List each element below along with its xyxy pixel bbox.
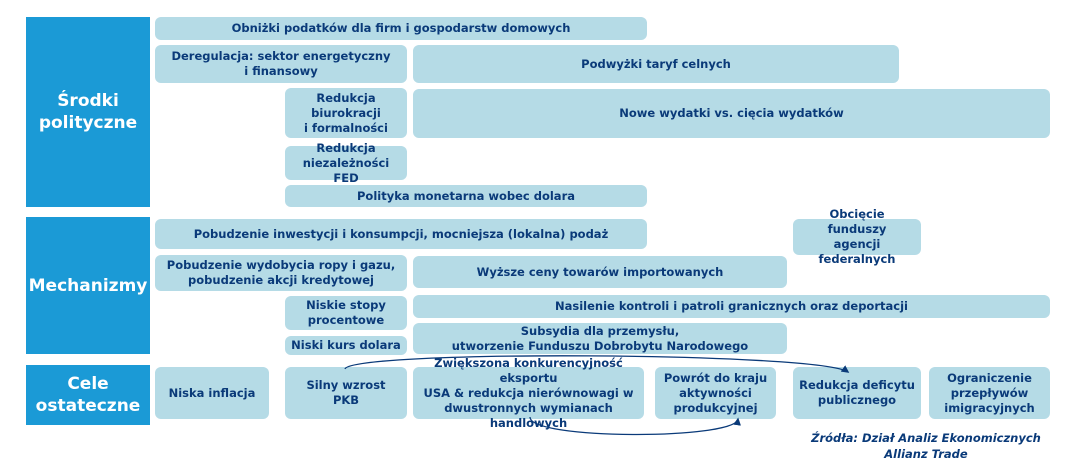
mechanism-investment-consumption: Pobudzenie inwestycji i konsumpcji, mocn…: [155, 219, 647, 249]
category-policy-tools: Środki polityczne: [26, 17, 150, 207]
policy-tax-cuts: Obniżki podatków dla firm i gospodarstw …: [155, 17, 647, 40]
mechanism-low-rates: Niskie stopy procentowe: [285, 296, 407, 330]
goal-low-inflation: Niska inflacja: [155, 367, 269, 419]
category-mechanisms: Mechanizmy: [26, 217, 150, 354]
policy-deregulation: Deregulacja: sektor energetyczny i finan…: [155, 45, 407, 83]
goal-immigration-limit: Ograniczenie przepływów imigracyjnych: [929, 367, 1050, 419]
mechanism-low-dollar: Niski kurs dolara: [285, 336, 407, 355]
mechanism-subsidies: Subsydia dla przemysłu, utworzenie Fundu…: [413, 323, 787, 354]
arrow-competitiveness-to-reshoring: [529, 416, 741, 436]
policy-tariffs: Podwyżki taryf celnych: [413, 45, 899, 83]
policy-spending: Nowe wydatki vs. cięcia wydatków: [413, 89, 1050, 138]
mechanism-import-prices: Wyższe ceny towarów importowanych: [413, 256, 787, 288]
policy-dollar-monetary: Polityka monetarna wobec dolara: [285, 185, 647, 207]
mechanism-oil-gas-credit: Pobudzenie wydobycia ropy i gazu, pobudz…: [155, 255, 407, 291]
category-final-goals: Cele ostateczne: [26, 365, 150, 425]
arrow-gdp-to-deficit: [344, 355, 850, 373]
goal-reshoring: Powrót do kraju aktywności produkcyjnej: [655, 367, 776, 419]
goal-gdp-growth: Silny wzrost PKB: [285, 367, 407, 419]
goal-deficit-reduction: Redukcja deficytu publicznego: [793, 367, 921, 419]
source-note: Źródła: Dział Analiz Ekonomicznych Allia…: [811, 431, 1041, 461]
policy-bureaucracy-reduction: Redukcja biurokracji i formalności: [285, 88, 407, 138]
mechanism-border-control: Nasilenie kontroli i patroli granicznych…: [413, 295, 1050, 318]
